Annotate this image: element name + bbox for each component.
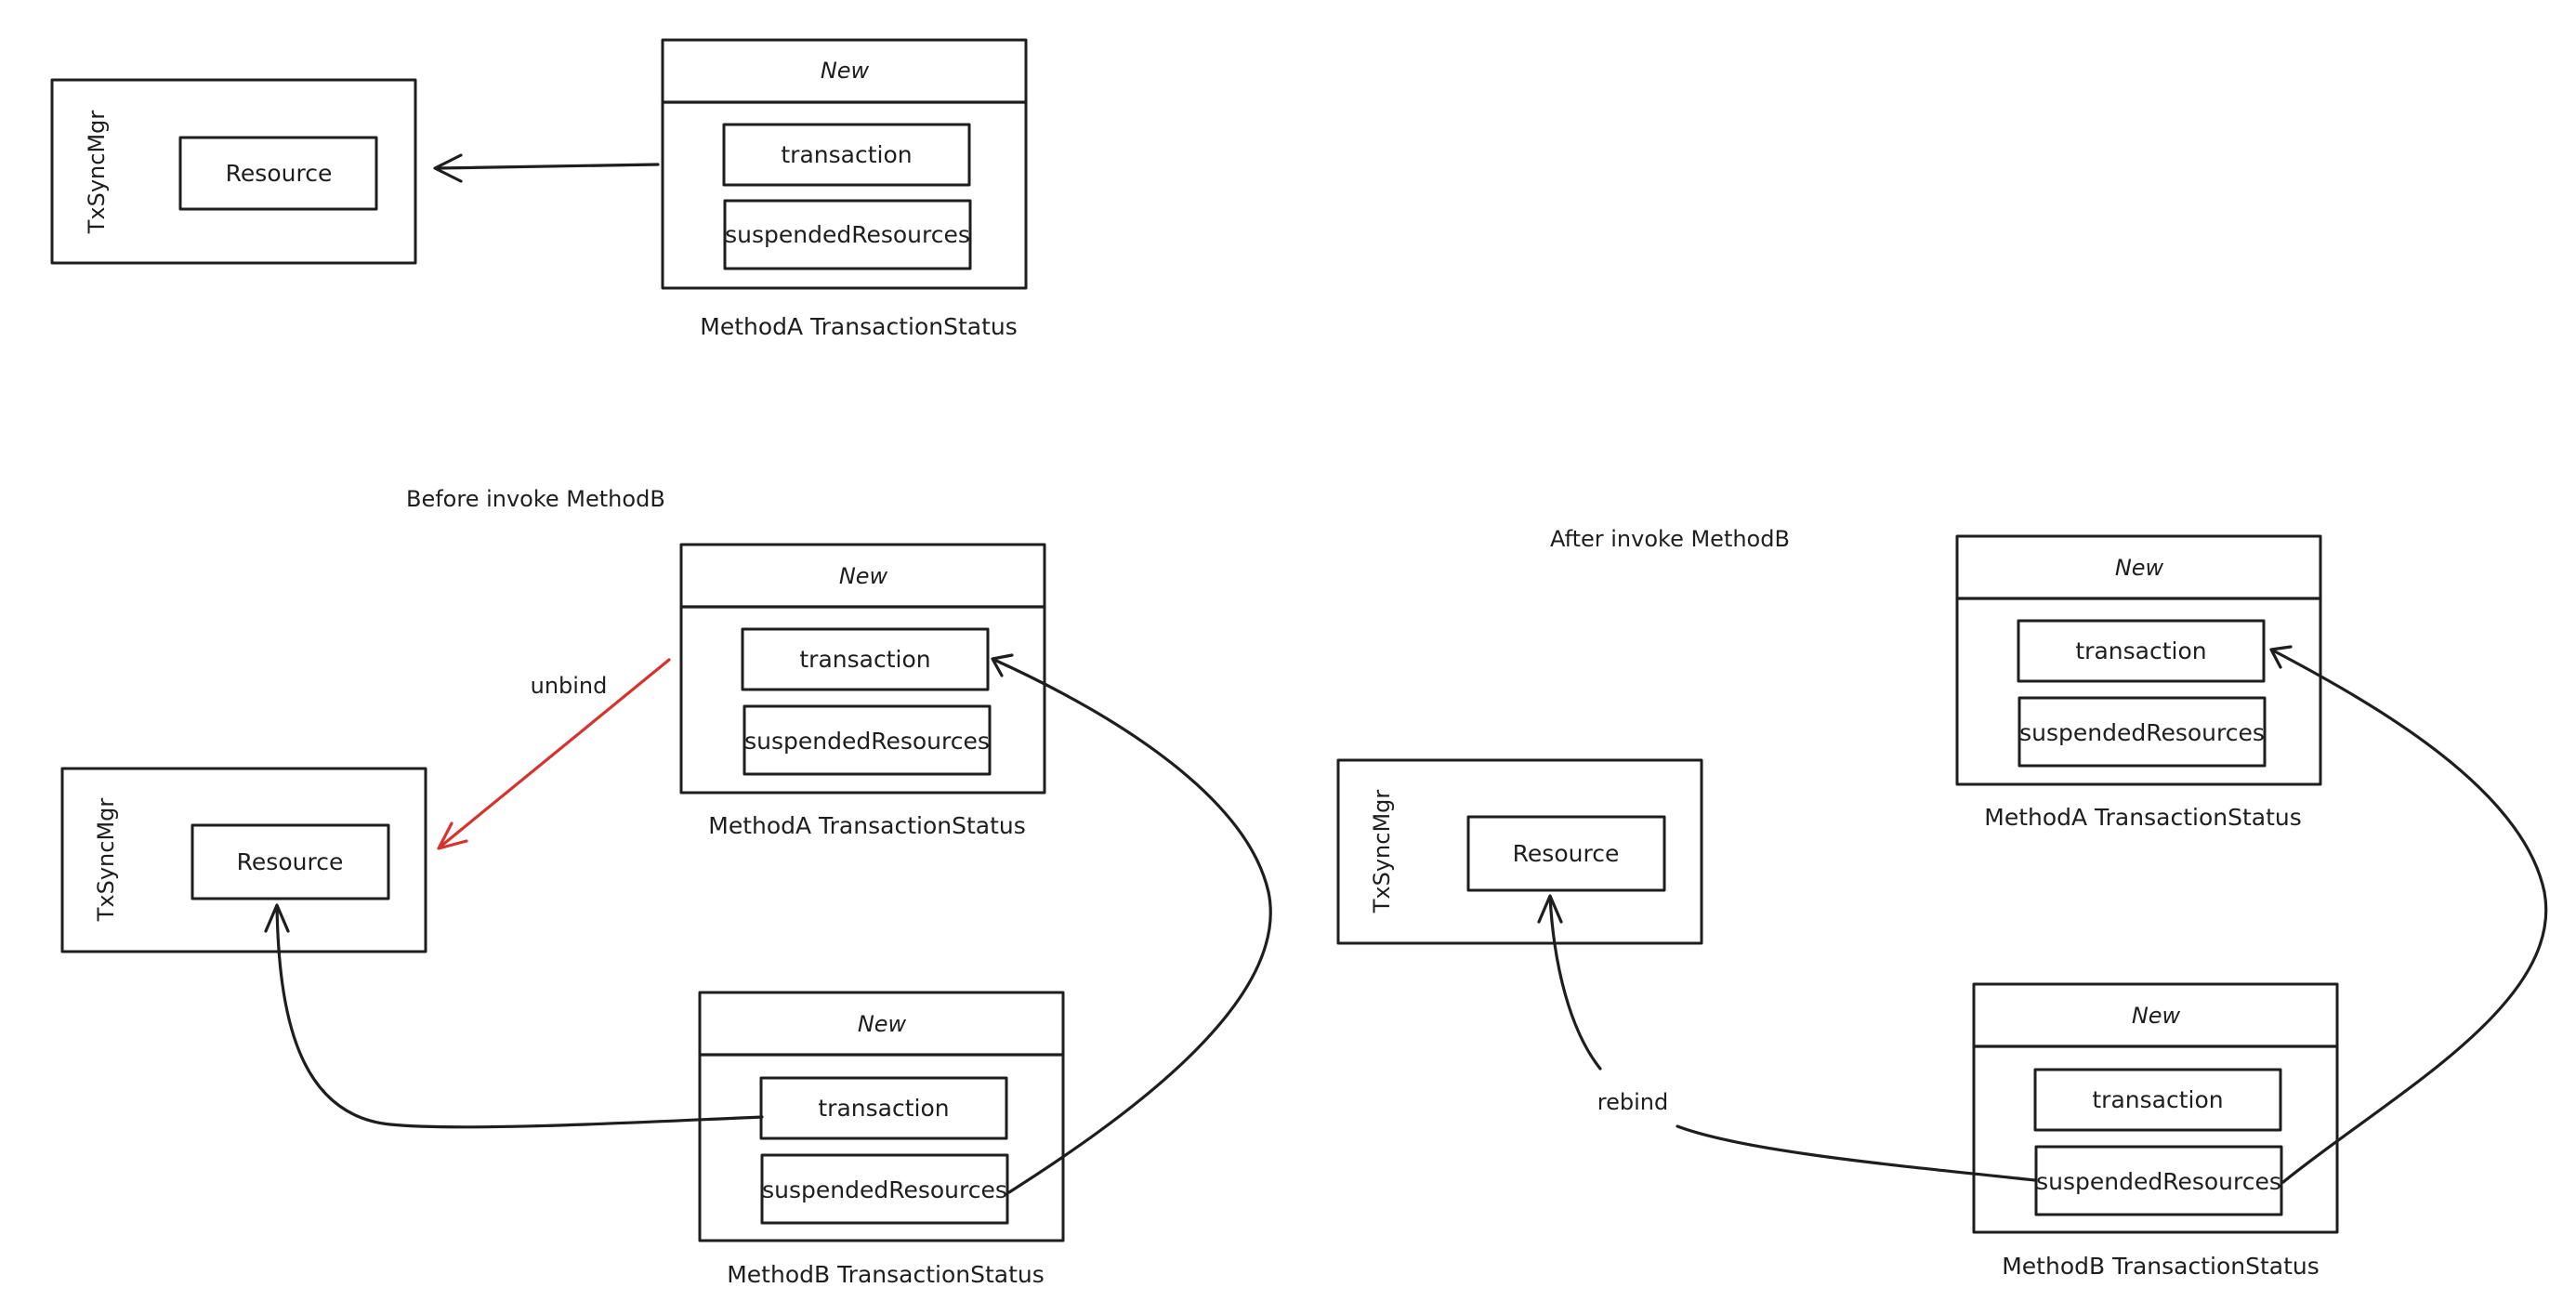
after-suspended-to-transaction-arrow <box>2269 645 2548 1184</box>
before-suspended-to-transaction-arrow <box>991 653 1272 1194</box>
status-box <box>1972 982 2339 1234</box>
txsyncmgr-title: TxSyncMgr <box>84 111 110 235</box>
resource-label: Resource <box>237 848 344 875</box>
resource-label: Resource <box>1513 840 1620 867</box>
arrow-line <box>275 904 764 1129</box>
status-header: New <box>2132 1003 2181 1029</box>
arrow-line-lower <box>1676 1124 2037 1182</box>
suspended-resources-box <box>723 199 972 270</box>
unbind-arrow <box>437 658 671 850</box>
arrowhead <box>991 653 1014 677</box>
transaction-label: transaction <box>781 141 912 168</box>
transaction-box <box>2017 619 2266 683</box>
unbind-label: unbind <box>531 673 608 699</box>
transaction-box <box>2033 1068 2282 1132</box>
arrowhead <box>437 821 468 850</box>
suspended-resources-label: suspendedResources <box>744 728 990 755</box>
top-txsyncmgr: TxSyncMgr Resource <box>50 78 417 265</box>
transaction-box <box>741 627 990 691</box>
suspended-resources-label: suspendedResources <box>2019 719 2265 746</box>
top-methoda-status: New transaction suspendedResources Metho… <box>661 38 1028 340</box>
arrowhead <box>264 903 290 933</box>
before-txsyncmgr: TxSyncMgr Resource <box>60 767 427 953</box>
txsyncmgr-box <box>1336 758 1703 945</box>
before-label: Before invoke MethodB <box>406 486 665 512</box>
txsyncmgr-title: TxSyncMgr <box>93 798 119 923</box>
resource-box <box>178 136 378 211</box>
rebind-arrow <box>1537 894 2037 1182</box>
arrow-line <box>992 658 1272 1194</box>
transaction-label: transaction <box>2075 637 2206 664</box>
arrow-line <box>439 658 671 848</box>
status-header: New <box>821 58 870 84</box>
transaction-box <box>759 1076 1008 1140</box>
arrow-line <box>435 163 660 170</box>
after-methoda-status: New transaction suspendedResources Metho… <box>1955 534 2322 831</box>
status-box <box>1955 534 2322 786</box>
resource-label: Resource <box>226 160 333 187</box>
txsyncmgr-box <box>60 767 427 953</box>
status-box <box>698 991 1065 1242</box>
status-caption: MethodA TransactionStatus <box>708 812 1026 839</box>
after-methodb-status: New transaction suspendedResources Metho… <box>1972 982 2339 1280</box>
status-header: New <box>858 1011 907 1037</box>
status-header: New <box>839 563 888 589</box>
arrowhead <box>433 153 463 183</box>
resource-box <box>1466 815 1666 892</box>
transaction-label: transaction <box>818 1095 949 1122</box>
txsyncmgr-title: TxSyncMgr <box>1369 790 1395 914</box>
arrowhead <box>2269 645 2293 669</box>
after-label: After invoke MethodB <box>1550 526 1790 552</box>
before-transaction-to-resource-arrow <box>264 903 764 1129</box>
status-caption: MethodB TransactionStatus <box>2002 1253 2320 1280</box>
arrow-line <box>2271 649 2548 1184</box>
suspended-resources-label: suspendedResources <box>2036 1168 2281 1195</box>
rebind-label: rebind <box>1597 1089 1668 1115</box>
before-methoda-status: New transaction suspendedResources Metho… <box>679 543 1046 839</box>
status-header: New <box>2115 555 2164 581</box>
transaction-box <box>722 123 971 187</box>
suspended-resources-box <box>760 1153 1009 1225</box>
suspended-resources-box <box>2017 696 2267 768</box>
arrow-line-upper <box>1548 895 1602 1071</box>
arrowhead <box>1537 894 1563 924</box>
suspended-resources-label: suspendedResources <box>725 221 970 248</box>
suspended-resources-box <box>743 704 992 776</box>
status-caption: MethodB TransactionStatus <box>727 1261 1045 1288</box>
txsyncmgr-box <box>50 78 417 265</box>
resource-box <box>191 823 390 900</box>
before-methodb-status: New transaction suspendedResources Metho… <box>698 991 1065 1288</box>
status-box <box>679 543 1046 795</box>
suspended-resources-label: suspendedResources <box>762 1176 1007 1203</box>
top-arrow <box>433 153 660 183</box>
transaction-label: transaction <box>2092 1086 2223 1113</box>
status-caption: MethodA TransactionStatus <box>700 313 1018 340</box>
after-txsyncmgr: TxSyncMgr Resource <box>1336 758 1703 945</box>
status-caption: MethodA TransactionStatus <box>1984 804 2302 831</box>
status-box <box>661 38 1028 290</box>
transaction-label: transaction <box>799 646 930 673</box>
